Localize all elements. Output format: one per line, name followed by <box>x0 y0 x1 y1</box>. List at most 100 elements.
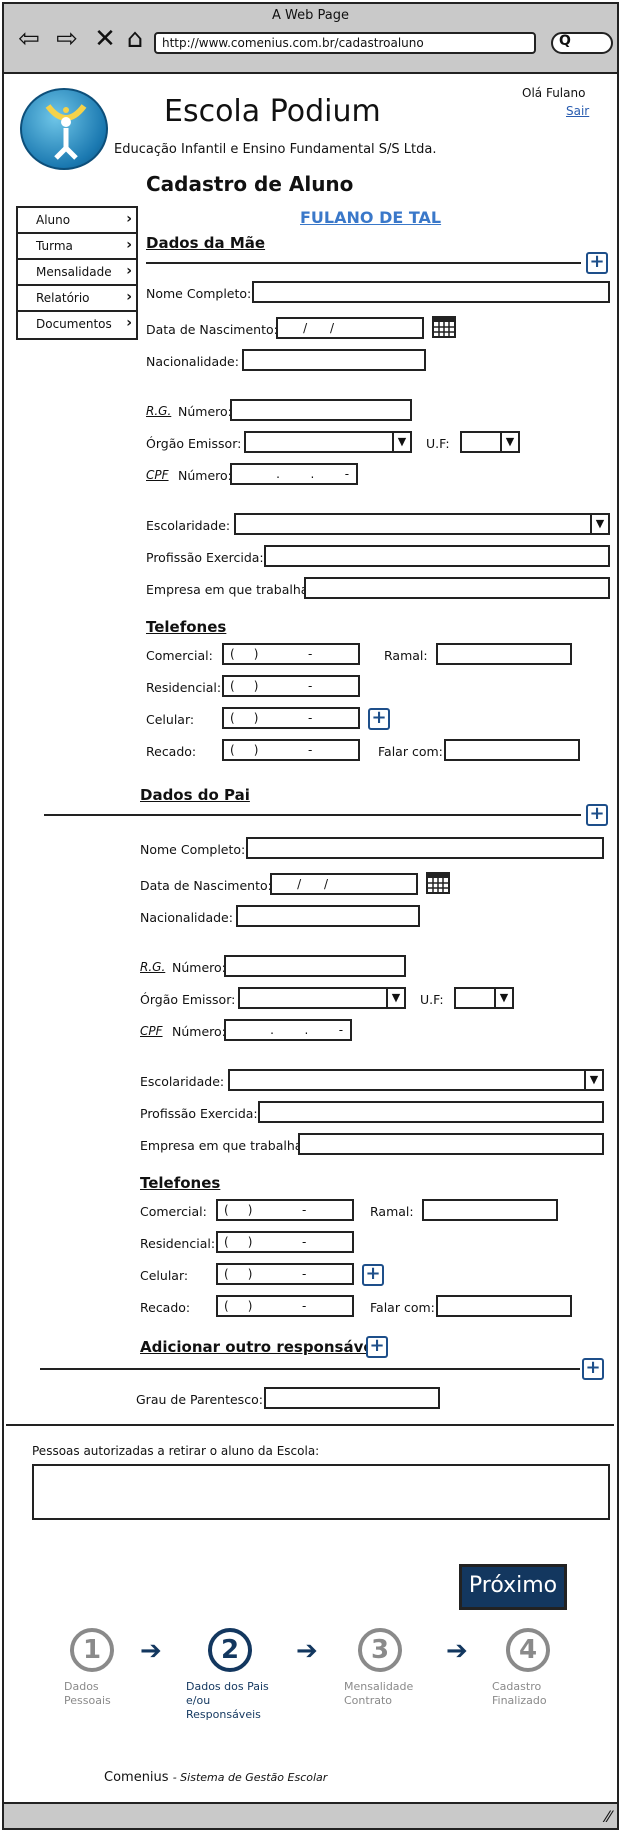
expand-father-button[interactable]: + <box>586 804 608 826</box>
mother-extension-label: Ramal: <box>384 648 428 663</box>
home-icon[interactable]: ⌂ <box>126 24 144 54</box>
father-rg-number-label: Número: <box>172 960 226 975</box>
mother-full-name-label: Nome Completo: <box>146 286 252 301</box>
sidebar-menu: Aluno› Turma› Mensalidade› Relatório› Do… <box>16 206 138 340</box>
chevron-right-icon: › <box>126 263 132 279</box>
student-name-link[interactable]: FULANO DE TAL <box>300 208 442 227</box>
mother-company-input[interactable] <box>304 577 610 599</box>
father-extension-label: Ramal: <box>370 1204 414 1219</box>
browser-search-input[interactable]: Q <box>551 32 613 54</box>
chevron-right-icon: › <box>126 211 132 227</box>
sidebar-item-documentos[interactable]: Documentos› <box>18 312 136 338</box>
father-education-select[interactable]: ▼ <box>228 1069 604 1091</box>
father-company-label: Empresa em que trabalha: <box>140 1138 307 1153</box>
mother-profession-input[interactable] <box>264 545 610 567</box>
kinship-label: Grau de Parentesco: <box>136 1392 263 1407</box>
back-icon[interactable]: ⇦ <box>18 24 40 54</box>
father-cpf-label: CPF <box>140 1024 163 1038</box>
step-4-circle: 4 <box>506 1628 550 1672</box>
mother-mobile-input[interactable]: ( ) - <box>222 707 360 729</box>
mother-uf-label: U.F: <box>426 436 450 451</box>
arrow-right-icon: ➔ <box>296 1636 318 1666</box>
mother-company-label: Empresa em que trabalha: <box>146 582 313 597</box>
father-cpf-input[interactable]: . . - <box>224 1019 352 1041</box>
mother-cpf-input[interactable]: . . - <box>230 463 358 485</box>
search-icon: Q <box>559 33 571 49</box>
mother-rg-label: R.G. <box>146 404 172 418</box>
calendar-icon[interactable] <box>426 872 450 894</box>
father-mobile-input[interactable]: ( ) - <box>216 1263 354 1285</box>
arrow-right-icon: ➔ <box>446 1636 468 1666</box>
chevron-down-icon: ▼ <box>386 989 404 1007</box>
status-bar: ⁄⁄ <box>4 1802 617 1828</box>
divider <box>44 814 581 816</box>
sidebar-item-relatorio[interactable]: Relatório› <box>18 286 136 312</box>
father-residential-label: Residencial: <box>140 1236 216 1251</box>
mother-extension-input[interactable] <box>436 643 572 665</box>
school-logo <box>20 88 108 170</box>
add-guardian-button[interactable]: + <box>366 1336 388 1358</box>
mother-education-select[interactable]: ▼ <box>234 513 610 535</box>
mother-uf-select[interactable]: ▼ <box>460 431 520 453</box>
father-issuer-select[interactable]: ▼ <box>238 987 406 1009</box>
add-guardian-title: Adicionar outro responsável <box>140 1338 379 1356</box>
father-nationality-label: Nacionalidade: <box>140 910 233 925</box>
authorized-textarea[interactable] <box>32 1464 610 1520</box>
mother-birth-input[interactable]: / / <box>276 317 424 339</box>
footer-brand: Comenius <box>104 1770 169 1785</box>
mother-commercial-input[interactable]: ( ) - <box>222 643 360 665</box>
mother-residential-input[interactable]: ( ) - <box>222 675 360 697</box>
father-residential-input[interactable]: ( ) - <box>216 1231 354 1253</box>
forward-icon[interactable]: ⇨ <box>56 24 78 54</box>
window-title: A Web Page <box>272 8 349 23</box>
sidebar-item-aluno[interactable]: Aluno› <box>18 208 136 234</box>
mother-talk-to-input[interactable] <box>444 739 580 761</box>
father-birth-input[interactable]: / / <box>270 873 418 895</box>
close-icon[interactable]: ✕ <box>94 24 116 54</box>
mother-nationality-input[interactable] <box>242 349 426 371</box>
father-uf-select[interactable]: ▼ <box>454 987 514 1009</box>
father-company-input[interactable] <box>298 1133 604 1155</box>
mother-rg-number-input[interactable] <box>230 399 412 421</box>
father-profession-input[interactable] <box>258 1101 604 1123</box>
add-mother-mobile-button[interactable]: + <box>368 708 390 730</box>
url-bar[interactable]: http://www.comenius.com.br/cadastroaluno <box>154 32 536 54</box>
next-button[interactable]: Próximo <box>459 1564 567 1610</box>
mother-cpf-number-label: Número: <box>178 468 232 483</box>
father-birth-label: Data de Nascimento: <box>140 878 272 893</box>
mother-nationality-label: Nacionalidade: <box>146 354 239 369</box>
father-full-name-input[interactable] <box>246 837 604 859</box>
father-message-input[interactable]: ( ) - <box>216 1295 354 1317</box>
arrow-right-icon: ➔ <box>140 1636 162 1666</box>
mother-message-input[interactable]: ( ) - <box>222 739 360 761</box>
kinship-input[interactable] <box>264 1387 440 1409</box>
father-talk-to-input[interactable] <box>436 1295 572 1317</box>
father-commercial-input[interactable]: ( ) - <box>216 1199 354 1221</box>
expand-guardian-button[interactable]: + <box>582 1358 604 1380</box>
footer: Comenius - Sistema de Gestão Escolar <box>104 1770 327 1785</box>
calendar-icon[interactable] <box>432 316 456 338</box>
father-nationality-input[interactable] <box>236 905 420 927</box>
father-phones-title: Telefones <box>140 1174 221 1192</box>
father-talk-to-label: Falar com: <box>370 1300 435 1315</box>
step-3-circle: 3 <box>358 1628 402 1672</box>
expand-mother-button[interactable]: + <box>586 252 608 274</box>
chevron-down-icon: ▼ <box>584 1071 602 1089</box>
father-extension-input[interactable] <box>422 1199 558 1221</box>
chevron-down-icon: ▼ <box>392 433 410 451</box>
father-full-name-label: Nome Completo: <box>140 842 246 857</box>
mother-full-name-input[interactable] <box>252 281 610 303</box>
browser-chrome: A Web Page ⇦ ⇨ ✕ ⌂ http://www.comenius.c… <box>4 4 617 74</box>
sidebar-item-turma[interactable]: Turma› <box>18 234 136 260</box>
mother-issuer-select[interactable]: ▼ <box>244 431 412 453</box>
resize-grip-icon[interactable]: ⁄⁄ <box>605 1807 611 1826</box>
father-rg-number-input[interactable] <box>224 955 406 977</box>
sidebar-item-mensalidade[interactable]: Mensalidade› <box>18 260 136 286</box>
logout-link[interactable]: Sair <box>566 104 590 118</box>
mother-section-title: Dados da Mãe <box>146 234 266 252</box>
add-father-mobile-button[interactable]: + <box>362 1264 384 1286</box>
father-education-label: Escolaridade: <box>140 1074 225 1089</box>
page-title: Cadastro de Aluno <box>146 172 354 196</box>
